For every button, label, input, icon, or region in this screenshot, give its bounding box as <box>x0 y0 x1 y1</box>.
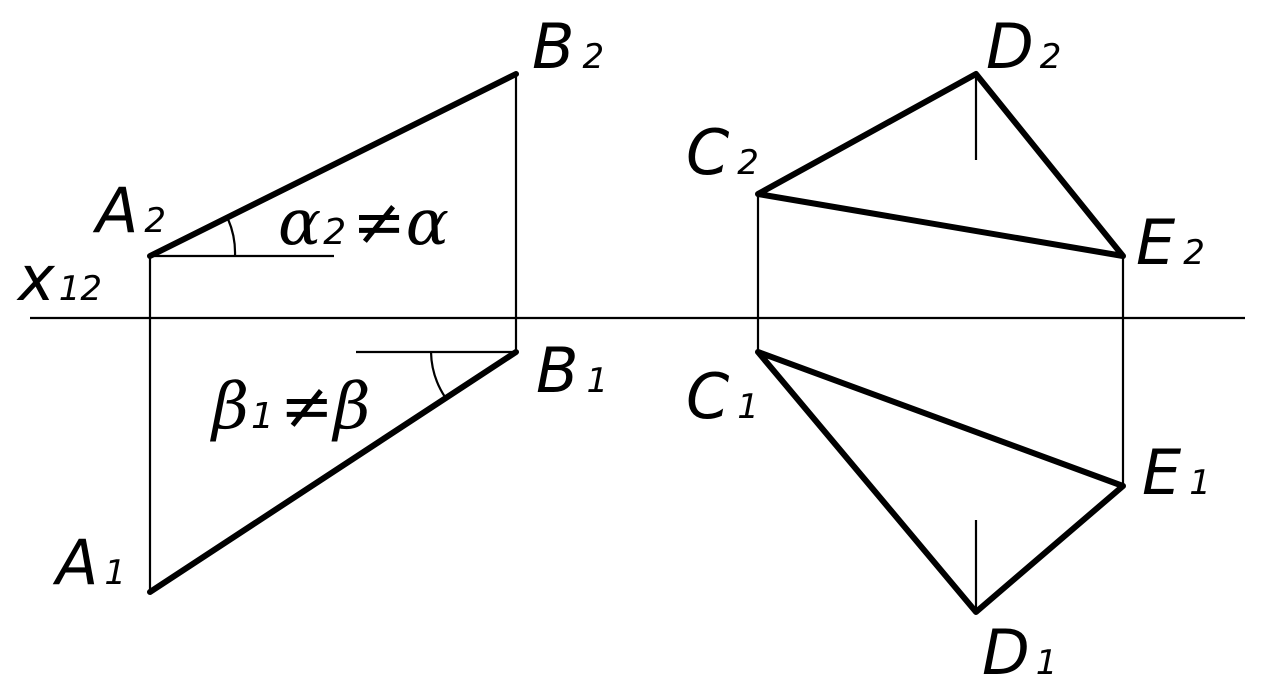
triangle-c1-d1-e1 <box>755 349 1126 615</box>
angle-arc-beta <box>429 351 446 398</box>
annotation-beta: β1≠β <box>210 370 371 444</box>
triangle-c2-d2-e2 <box>755 71 1126 259</box>
segment-a1-b1 <box>147 349 519 595</box>
annotation-alpha: α2≠α <box>278 186 449 260</box>
angle-arc-alpha <box>226 218 237 257</box>
segment-a2-b2 <box>147 71 519 259</box>
